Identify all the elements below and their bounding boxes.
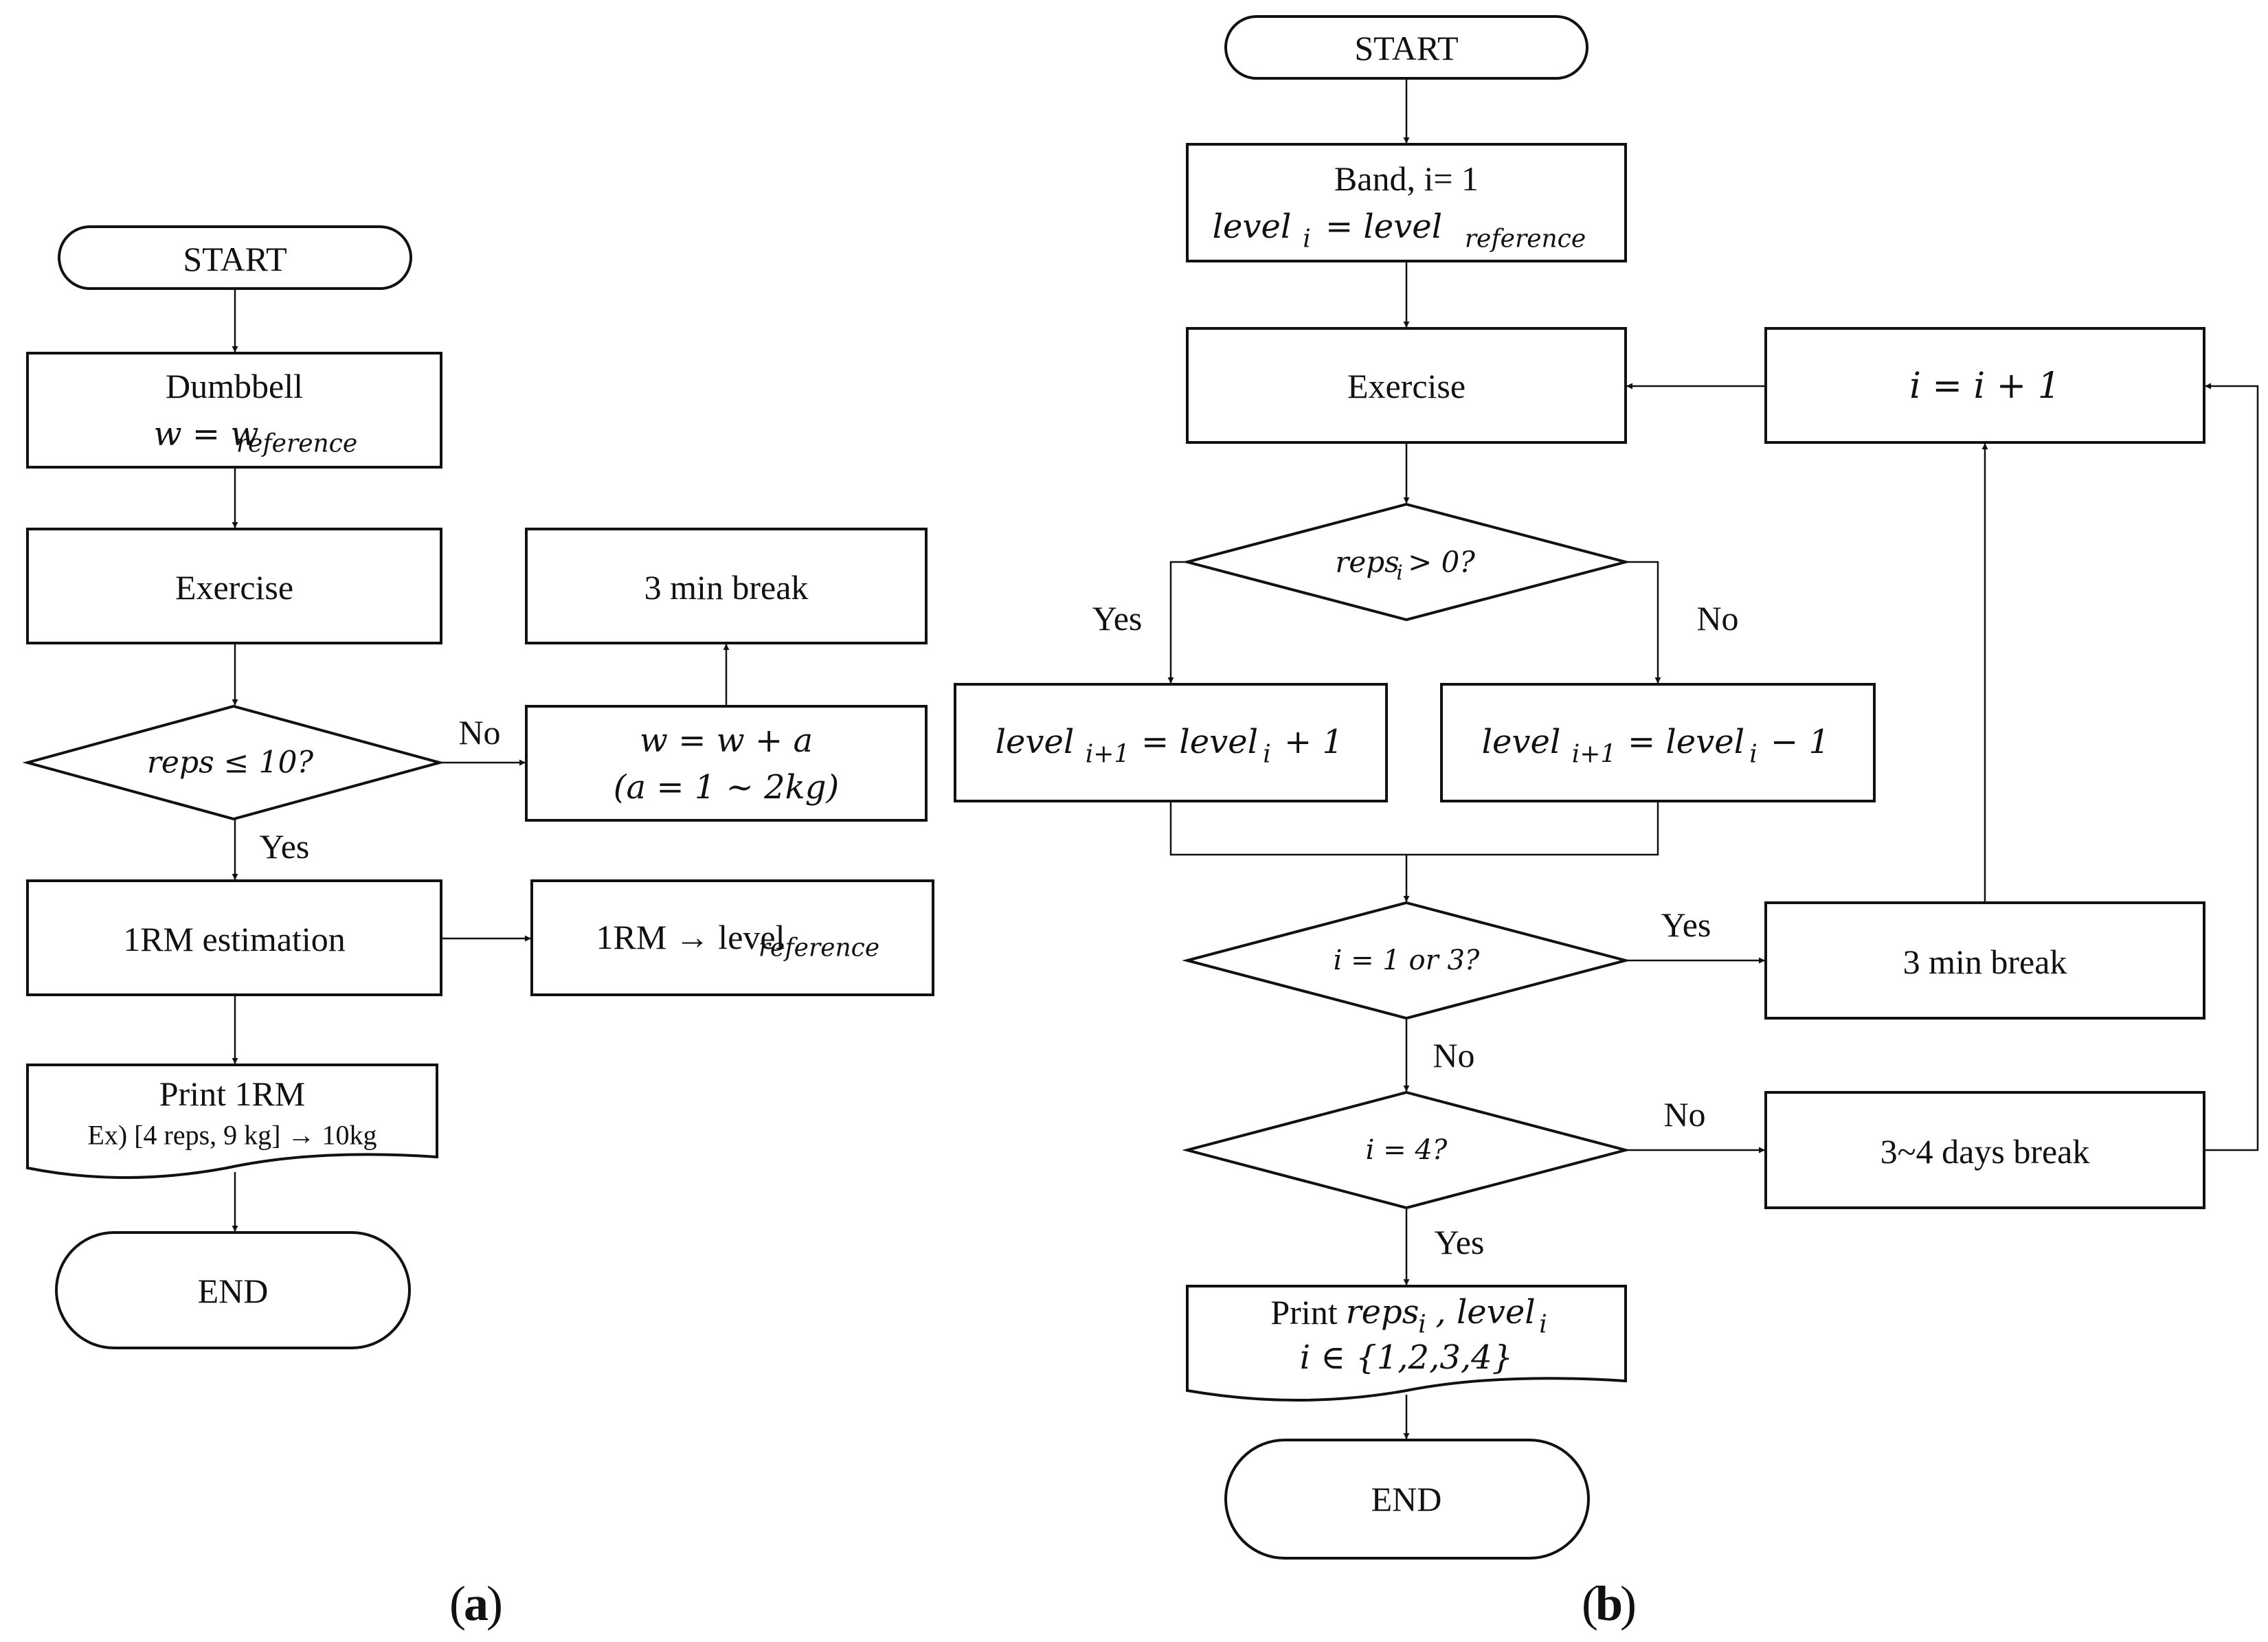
a-estimation-node: 1RM estimation: [26, 879, 442, 996]
a-start-text: START: [183, 240, 287, 278]
b-decision1-tail: > 0?: [1408, 546, 1475, 579]
b-no2-label: No: [1433, 1036, 1474, 1075]
a-exercise-node: Exercise: [26, 528, 442, 644]
a-end-node: END: [55, 1231, 411, 1349]
b-band-level: level: [1213, 207, 1292, 246]
b-increment-text: i = i + 1: [1909, 365, 2061, 407]
b-band-line1: Band, i= 1: [1334, 159, 1479, 198]
b-print-line2: i ∈ {1,2,3,4}: [1300, 1338, 1513, 1377]
b-print-level-sub: i: [1539, 1311, 1547, 1339]
b-start-text: START: [1354, 29, 1458, 67]
b-print-reps-sub: i: [1418, 1311, 1426, 1339]
a-dumbbell-formula: w = w: [154, 415, 259, 453]
svg-text:(: (: [449, 1576, 466, 1631]
b-level-down-node: level i+1 = level i − 1: [1440, 683, 1876, 802]
a-panel-label: ( a ): [449, 1576, 503, 1631]
b-exercise-text: Exercise: [1347, 367, 1466, 405]
a-decision-node: reps ≤ 10?: [22, 704, 445, 821]
b-level-up-a: level: [996, 723, 1075, 761]
b-level-down-c: − 1: [1771, 723, 1830, 761]
a-end-text: END: [198, 1272, 269, 1310]
a-increase-line1: w = w + a: [640, 721, 813, 760]
a-reference-sub: reference: [759, 934, 879, 963]
b-level-down-b-sub: i: [1749, 741, 1758, 769]
b-band-level-ref-sub: reference: [1465, 225, 1586, 254]
b-decision3-text: i = 4?: [1366, 1134, 1448, 1166]
a-no-label: No: [458, 713, 500, 752]
b-end-text: END: [1371, 1480, 1442, 1518]
b-break-short-text: 3 min break: [1903, 943, 2067, 981]
b-no3-label: No: [1663, 1095, 1705, 1134]
a-print-line1: Print 1RM: [159, 1075, 306, 1113]
svg-text:): ): [486, 1576, 503, 1631]
b-no1-label: No: [1696, 599, 1738, 638]
b-decision2-text: i = 1 or 3?: [1334, 945, 1480, 976]
svg-text:): ): [1620, 1576, 1637, 1631]
a-print-node: Print 1RM Ex) [4 reps, 9 kg] → 10kg: [26, 1064, 438, 1179]
a-break-node: 3 min break: [525, 528, 928, 644]
b-panel-label: ( b ): [1582, 1576, 1637, 1631]
b-print-level: , level: [1435, 1293, 1535, 1331]
a-exercise-text: Exercise: [175, 568, 293, 607]
b-decision2-node: i = 1 or 3?: [1182, 901, 1631, 1020]
a-break-text: 3 min break: [644, 568, 809, 607]
b-decision1-sub: i: [1396, 561, 1403, 585]
a-yes-label: Yes: [260, 827, 310, 866]
svg-text:b: b: [1595, 1576, 1623, 1631]
a-increase-node: w = w + a (a = 1 ~ 2kg): [525, 705, 928, 822]
b-break-long-text: 3~4 days break: [1880, 1132, 2090, 1171]
a-print-line2: Ex) [4 reps, 9 kg] → 10kg: [87, 1120, 377, 1151]
b-level-down-b: = level: [1628, 723, 1744, 761]
b-level-up-node: level i+1 = level i + 1: [954, 683, 1388, 802]
b-exercise-node: Exercise: [1186, 327, 1627, 444]
b-decision3-node: i = 4?: [1182, 1090, 1631, 1210]
a-increase-line2: (a = 1 ~ 2kg): [614, 768, 839, 807]
b-level-up-b-sub: i: [1263, 741, 1271, 769]
b-level-up-c: + 1: [1284, 723, 1343, 761]
b-band-level-sub: i: [1303, 225, 1311, 254]
a-start-node: START: [58, 225, 412, 290]
b-increment-node: i = i + 1: [1764, 327, 2205, 444]
b-print-node: Print reps i , level i i ∈ {1,2,3,4}: [1186, 1285, 1627, 1402]
b-band-node: Band, i= 1 level i = level reference: [1186, 143, 1627, 262]
b-level-down-a: level: [1482, 723, 1561, 761]
b-level-down-a-sub: i+1: [1572, 741, 1617, 769]
panel-a: START Dumbbell w = w reference Exercise …: [22, 225, 934, 1631]
b-yes2-label: Yes: [1661, 906, 1711, 944]
a-dumbbell-title: Dumbbell: [166, 367, 303, 405]
b-decision1-main: reps: [1335, 546, 1399, 579]
b-decision1-node: reps i > 0?: [1182, 502, 1631, 622]
a-dumbbell-node: Dumbbell w = w reference: [26, 352, 442, 469]
panel-b: START Band, i= 1 level i = level referen…: [954, 15, 2259, 1631]
b-yes1-label: Yes: [1092, 599, 1143, 638]
a-decision-text: reps ≤ 10?: [147, 745, 314, 780]
b-band-level-ref: = level: [1325, 207, 1442, 246]
b-break-long-node: 3~4 days break: [1764, 1091, 2205, 1209]
svg-text:(: (: [1582, 1576, 1598, 1631]
b-edge-long-break-increment: [2204, 383, 2259, 1151]
b-level-up-b: = level: [1141, 723, 1258, 761]
b-edge-merge: [1169, 801, 1659, 856]
b-start-node: START: [1224, 15, 1588, 80]
b-end-node: END: [1224, 1439, 1590, 1560]
b-edge-decision1-no: [1626, 561, 1661, 684]
a-estimation-text: 1RM estimation: [123, 920, 346, 958]
svg-text:a: a: [464, 1576, 489, 1631]
b-edge-decision1-yes: [1167, 561, 1187, 684]
b-print-reps: reps: [1346, 1293, 1419, 1331]
a-dumbbell-formula-sub: reference: [236, 430, 357, 458]
b-level-up-a-sub: i+1: [1086, 741, 1130, 769]
a-reference-node: 1RM → level reference: [530, 879, 934, 996]
b-yes3-label: Yes: [1435, 1223, 1485, 1261]
a-reference-text: 1RM → level: [596, 918, 785, 956]
b-print-prefix: Print: [1270, 1293, 1337, 1331]
b-break-short-node: 3 min break: [1764, 901, 2205, 1020]
